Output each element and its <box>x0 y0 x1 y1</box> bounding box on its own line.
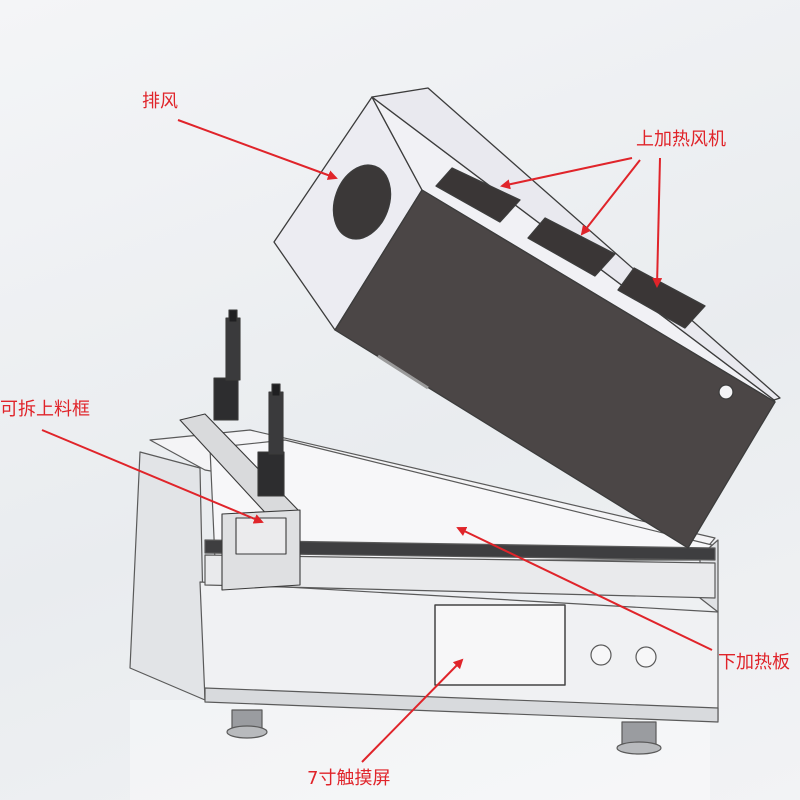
knob-right <box>635 646 657 668</box>
actuator-1-cap <box>228 309 238 323</box>
label-touchscreen: 7寸触摸屏 <box>307 768 391 789</box>
hood-handle <box>377 354 429 390</box>
knob-left <box>590 644 612 666</box>
actuator-1-body <box>213 377 239 421</box>
arrow-frame <box>41 429 264 524</box>
machine-base <box>129 429 719 755</box>
annotation-arrows <box>41 119 713 763</box>
exhaust-hole <box>332 164 392 240</box>
actuator-2-body <box>257 451 285 497</box>
hood-front-face <box>334 189 776 549</box>
arrow-upper-2 <box>580 159 641 236</box>
label-removable-loading-frame: 可拆上料框 <box>0 399 90 420</box>
arrow-touch <box>361 658 464 763</box>
upper-heating-hood <box>273 87 781 549</box>
actuator-2-rod <box>268 391 284 455</box>
linear-rail <box>204 539 716 561</box>
removable-loading-frame <box>179 309 301 591</box>
rail-frame <box>204 554 716 599</box>
frame-carriage-front <box>235 517 287 555</box>
foot-front-right-pad <box>616 741 662 755</box>
arrow-lower <box>456 526 713 651</box>
label-upper-heater-fan: 上加热风机 <box>636 129 726 150</box>
label-lower-heating-plate: 下加热板 <box>718 652 790 673</box>
heater-vent-1 <box>435 167 521 223</box>
hood-side-hole <box>718 384 734 400</box>
actuator-2-cap <box>271 383 281 397</box>
arrow-exhaust <box>177 119 338 180</box>
label-exhaust: 排风 <box>142 91 178 112</box>
base-bottom-strip <box>204 687 719 723</box>
heater-vent-3 <box>617 267 706 329</box>
heater-vent-2 <box>527 217 616 277</box>
arrow-upper-1 <box>500 157 633 190</box>
touchscreen <box>434 604 566 686</box>
actuator-1-rod <box>225 317 241 381</box>
arrow-upper-3 <box>652 157 663 288</box>
foot-front-left-pad <box>226 725 268 739</box>
base-left-side <box>129 451 206 701</box>
